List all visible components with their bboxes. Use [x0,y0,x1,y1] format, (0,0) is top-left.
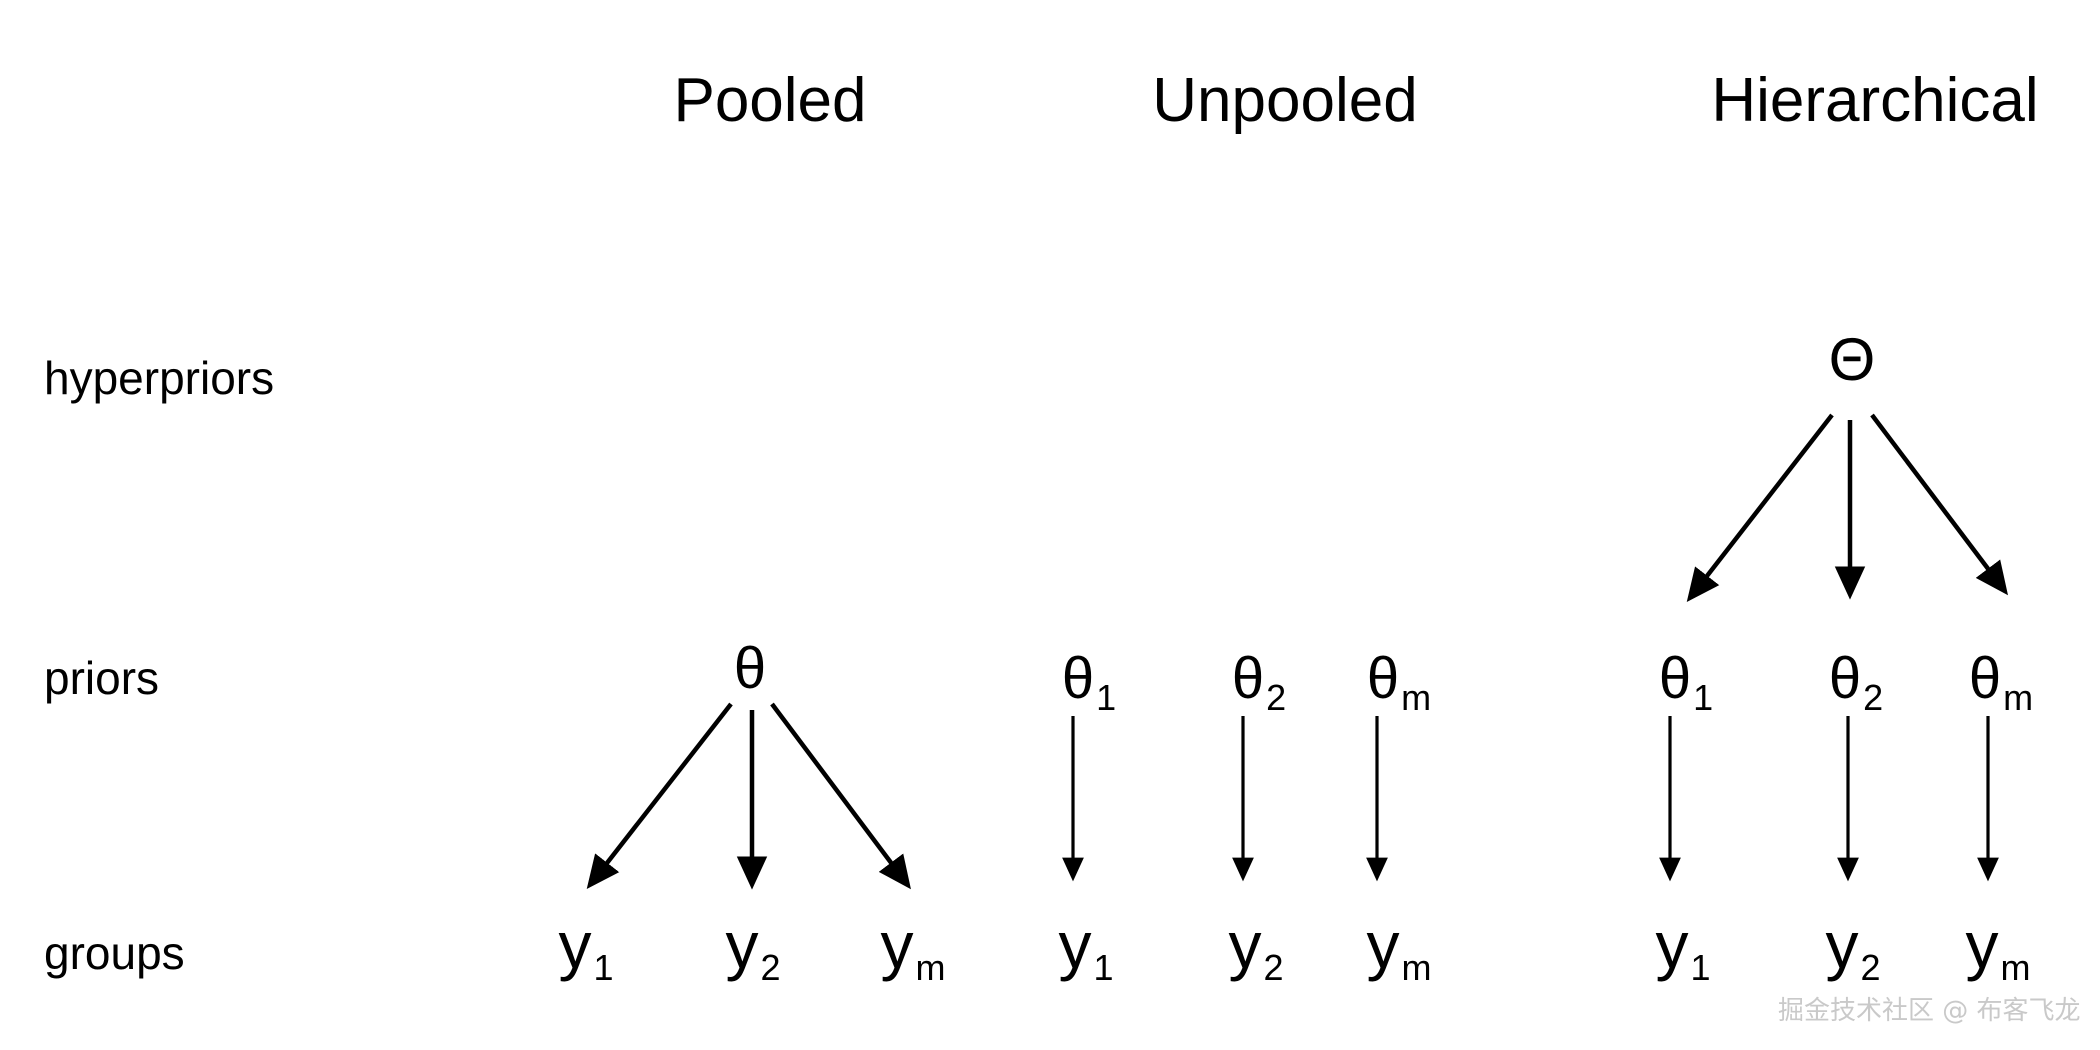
node-subscript: 2 [1266,677,1287,718]
node-subscript: 2 [1263,947,1284,988]
node-hierarchical-hyperprior-Theta: Θ [1829,330,1876,390]
node-symbol: θ [1061,646,1095,711]
edges-unpooled [1062,716,1388,882]
watermark-text: 掘金技术社区 @ 布客飞龙 [1778,996,2081,1026]
node-subscript: m [915,947,946,988]
column-header-pooled: Pooled [673,66,867,135]
node-symbol: y [1965,908,1999,982]
row-label-hyperpriors: hyperpriors [44,352,275,404]
node-unpooled-group-y1: y1 [1058,912,1113,986]
node-unpooled-group-y2: y2 [1228,912,1283,986]
node-subscript: 1 [1096,677,1117,718]
node-pooled-group-ym: ym [881,912,946,986]
row-label-priors: priors [44,652,160,704]
node-unpooled-prior-theta2: θ2 [1232,650,1286,716]
node-symbol: θ [1231,646,1265,711]
node-subscript: m [1401,677,1432,718]
node-subscript: 2 [1863,677,1884,718]
node-subscript: 1 [1093,947,1114,988]
edge-pooled-theta-to-ym [770,702,911,890]
node-symbol: Θ [1828,326,1876,393]
node-symbol: y [880,908,914,982]
node-pooled-group-y1: y1 [558,912,613,986]
edge-hier-Theta-to-theta1 [1686,413,1834,603]
edges-pooled [586,702,911,890]
edges-hierarchical-priors [1659,716,1999,882]
node-subscript: 1 [1693,677,1714,718]
node-symbol: y [1058,908,1092,982]
node-pooled-group-y2: y2 [725,912,780,986]
edge-hier-Theta-to-thetam [1870,413,2009,596]
node-subscript: m [2000,947,2031,988]
node-subscript: m [2003,677,2034,718]
column-header-hierarchical: Hierarchical [1711,66,2039,135]
node-subscript: 2 [1860,947,1881,988]
node-subscript: 1 [593,947,614,988]
node-symbol: θ [1968,646,2002,711]
node-symbol: θ [1658,646,1692,711]
column-header-unpooled: Unpooled [1152,66,1418,135]
node-hierarchical-group-y2: y2 [1825,912,1880,986]
node-symbol: y [1825,908,1859,982]
node-unpooled-prior-thetam: θm [1367,650,1431,716]
node-hierarchical-prior-theta1: θ1 [1659,650,1713,716]
row-label-groups: groups [44,927,185,979]
node-hierarchical-prior-thetam: θm [1969,650,2033,716]
node-hierarchical-group-ym: ym [1966,912,2031,986]
node-unpooled-prior-theta1: θ1 [1062,650,1116,716]
node-symbol: θ [733,636,767,701]
node-subscript: 1 [1690,947,1711,988]
node-symbol: y [558,908,592,982]
node-symbol: y [1228,908,1262,982]
edges-hierarchical-hyper [1686,413,2009,603]
node-symbol: y [1366,908,1400,982]
node-subscript: m [1401,947,1432,988]
node-hierarchical-group-y1: y1 [1655,912,1710,986]
node-pooled-prior-theta: θ [734,640,766,698]
node-symbol: θ [1366,646,1400,711]
edge-pooled-theta-to-y1 [586,702,733,890]
node-symbol: y [725,908,759,982]
node-symbol: θ [1828,646,1862,711]
node-hierarchical-prior-theta2: θ2 [1829,650,1883,716]
node-unpooled-group-ym: ym [1367,912,1432,986]
node-symbol: y [1655,908,1689,982]
node-subscript: 2 [760,947,781,988]
